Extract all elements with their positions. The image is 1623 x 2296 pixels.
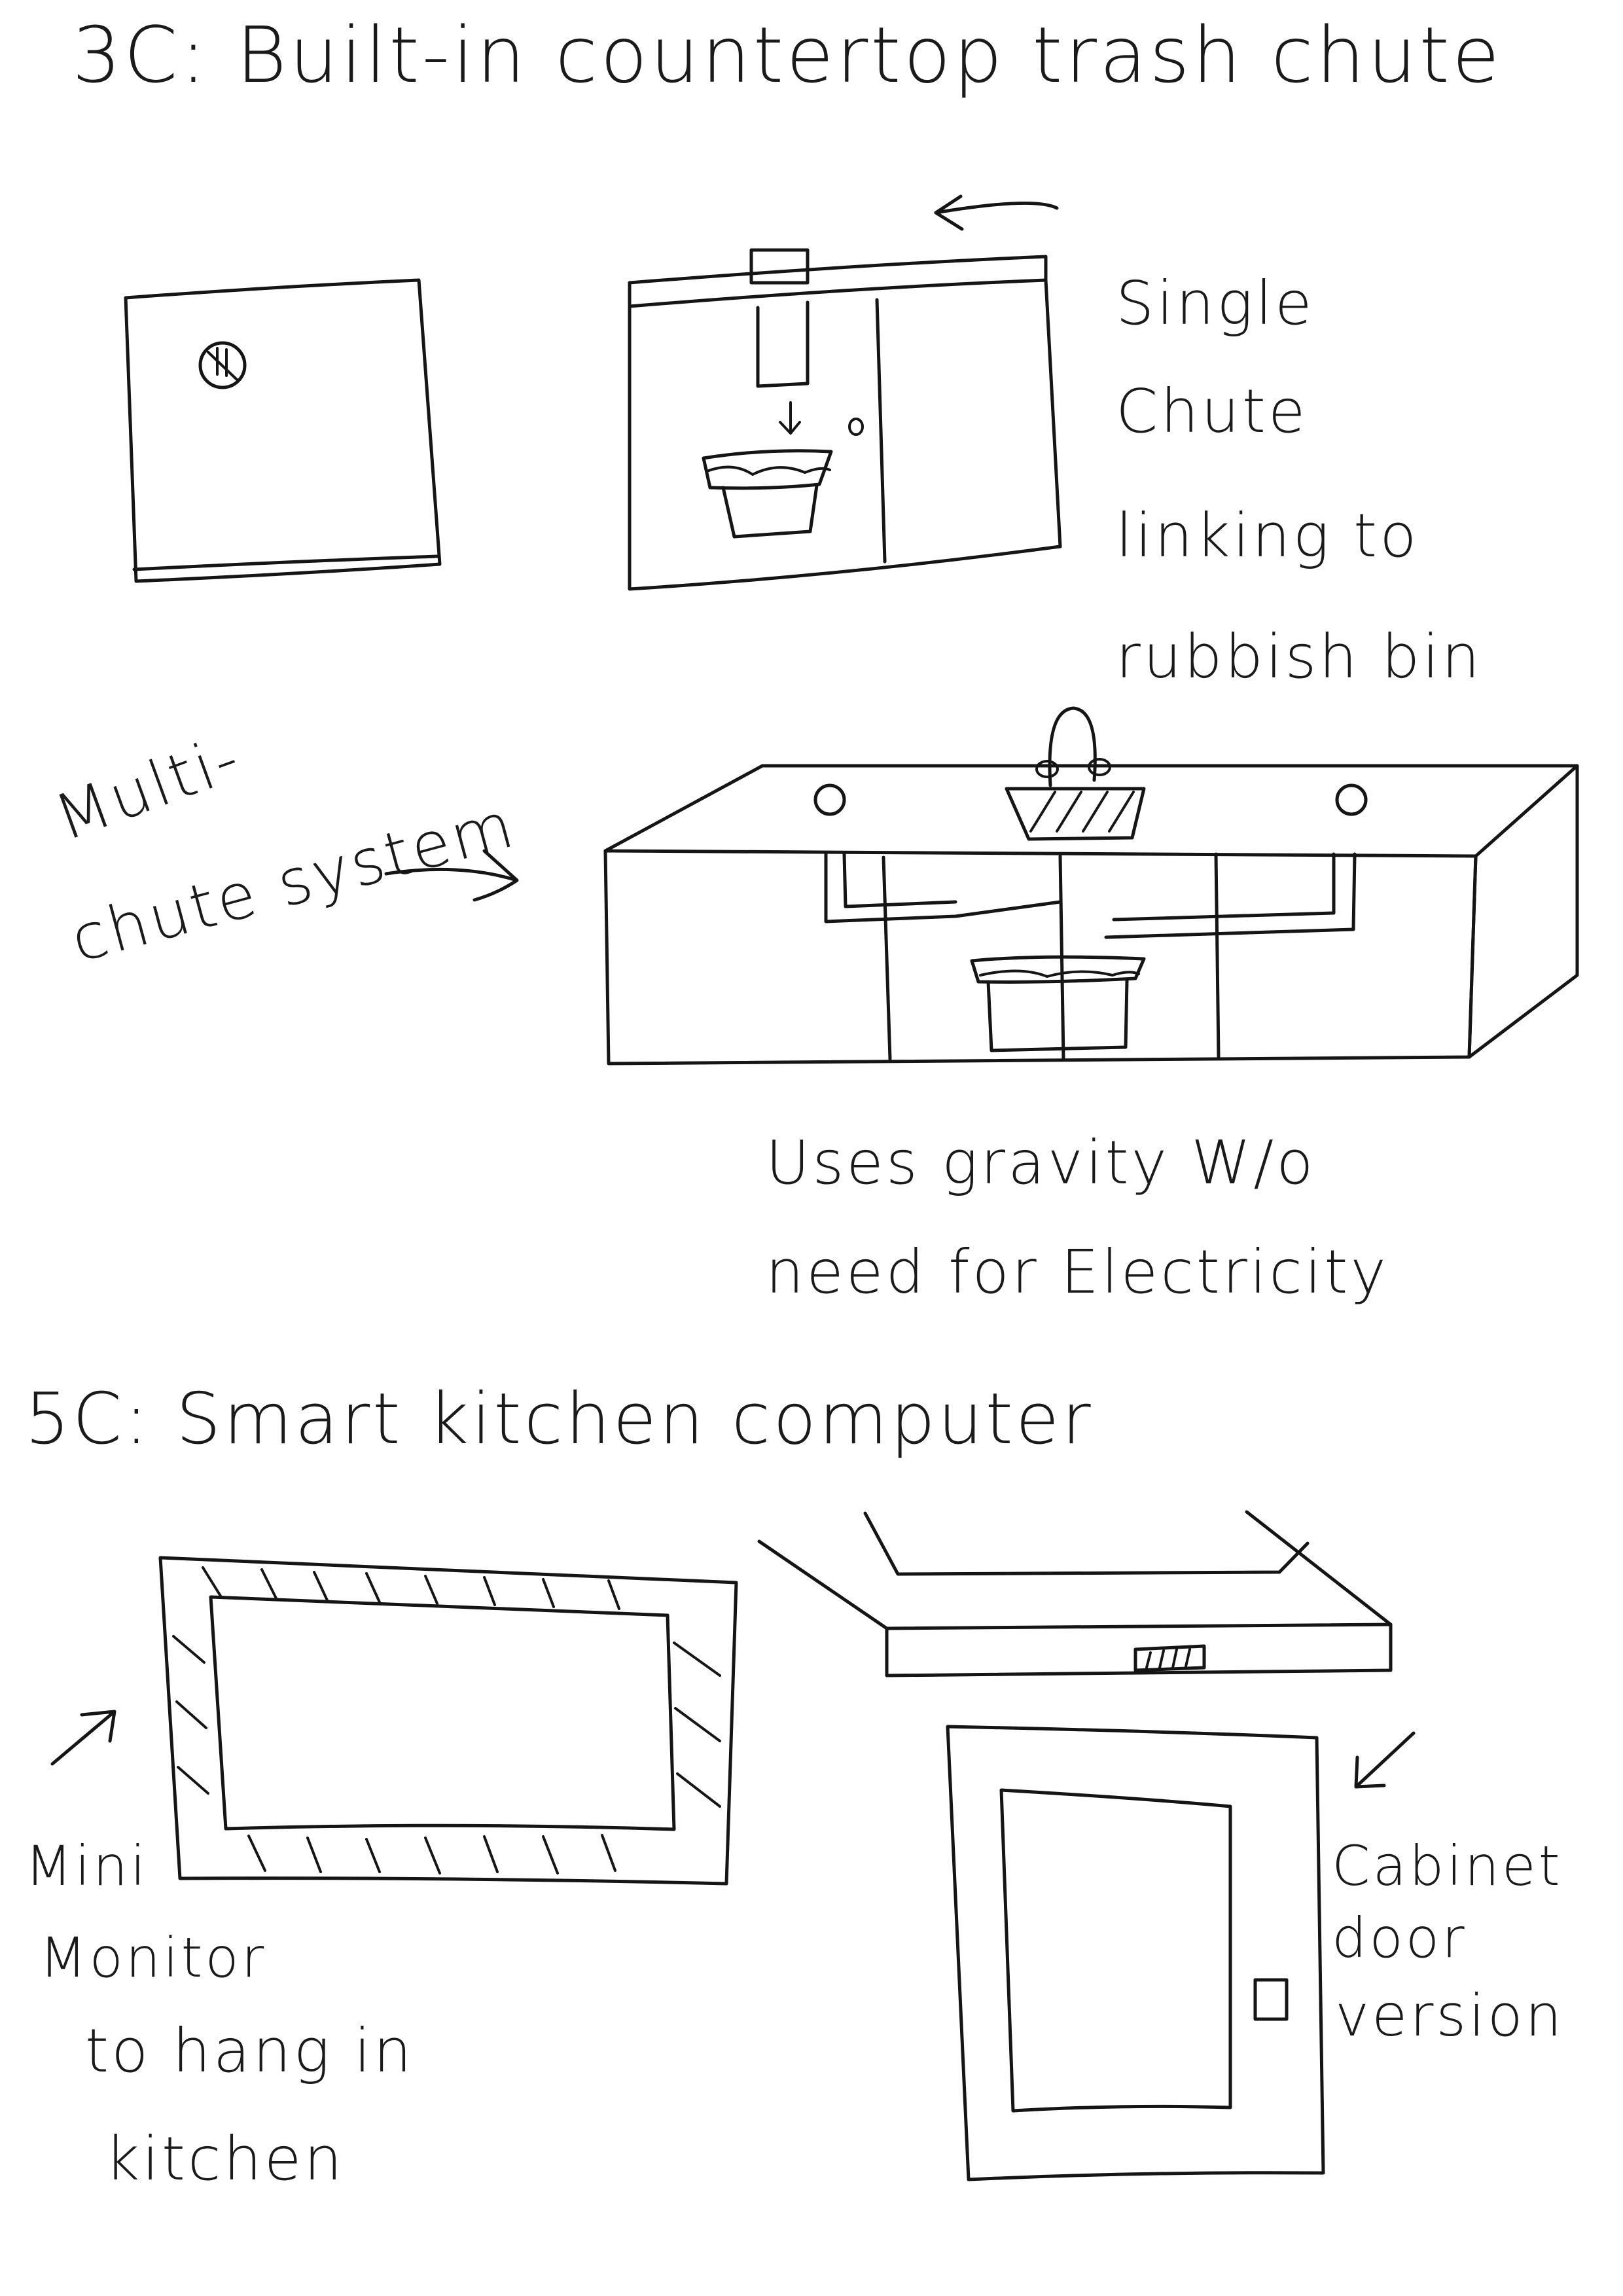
cabinet-note-line-2: door	[1332, 1906, 1467, 1970]
mini-monitor-sketch	[160, 1558, 736, 1884]
gravity-note: Uses gravity W/o need for Electricity	[766, 1128, 1389, 1307]
multi-note-line-1: Multi-	[46, 721, 251, 855]
cabinet-note: Cabinet door version	[1332, 1834, 1564, 2049]
multi-chute-counter-sketch	[605, 708, 1577, 1064]
monitor-note-arrow	[52, 1712, 115, 1764]
cabinet-note-line-3: version	[1335, 1982, 1564, 2049]
multi-chute-note: Multi- chute system	[46, 721, 523, 977]
monitor-note-line-2: Monitor	[39, 1926, 266, 1990]
single-note-line-4: rubbish bin	[1116, 622, 1482, 692]
monitor-note-line-4: kitchen	[105, 2124, 345, 2194]
single-chute-cabinet-sketch	[630, 196, 1060, 589]
section-3c-title: 3C: Built-in countertop trash chute	[72, 10, 1502, 100]
section-5c-title: 5C: Smart kitchen computer	[25, 1378, 1094, 1460]
countertop-screen-sketch	[759, 1512, 1391, 1676]
single-note-line-2: Chute	[1116, 376, 1308, 446]
monitor-note-line-3: to hang in	[85, 2016, 414, 2086]
gravity-note-line-1: Uses gravity W/o	[766, 1128, 1315, 1198]
gravity-note-line-2: need for Electricity	[766, 1237, 1389, 1307]
monitor-note: Mini Monitor to hang in kitchen	[25, 1834, 414, 2194]
single-chute-note: Single Chute linking to rubbish bin	[1116, 268, 1482, 692]
closed-cabinet-sketch	[126, 280, 440, 581]
cabinet-note-arrow	[1356, 1733, 1414, 1787]
single-note-line-3: linking to	[1116, 501, 1419, 571]
monitor-note-line-1: Mini	[25, 1834, 148, 1898]
cabinet-door-sketch	[948, 1727, 1323, 2179]
single-note-line-1: Single	[1116, 268, 1315, 338]
cabinet-note-line-1: Cabinet	[1332, 1834, 1563, 1898]
